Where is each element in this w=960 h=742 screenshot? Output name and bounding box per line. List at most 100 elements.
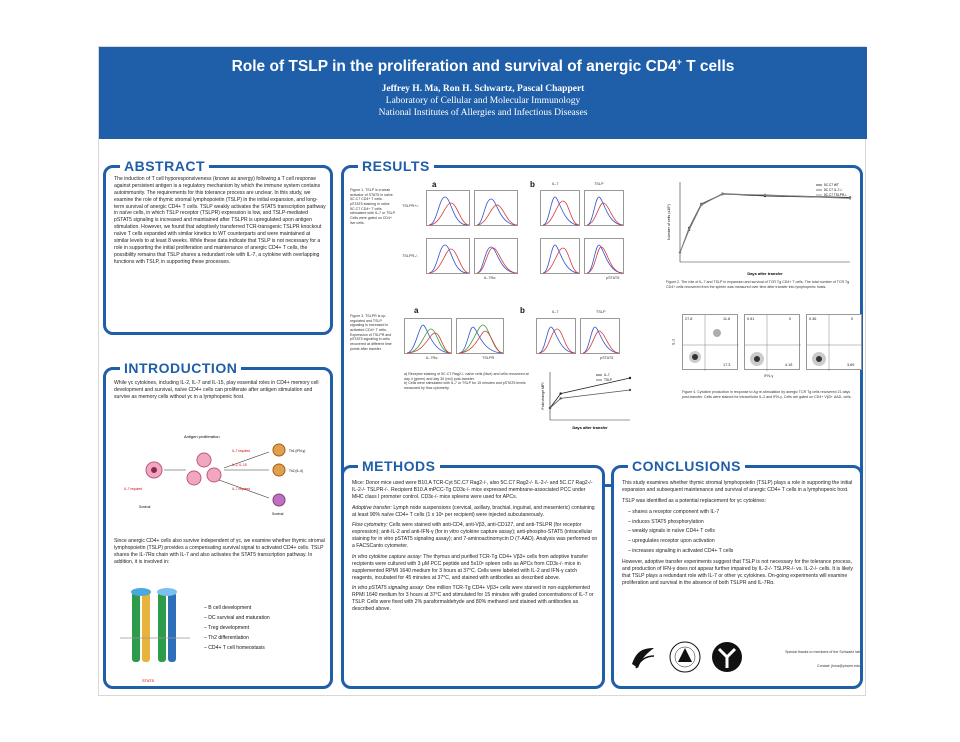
fig3-xaxis-2: TSLPR [482, 356, 495, 360]
naive-nucleus [151, 467, 157, 473]
role-item: Th2 differentiation [204, 635, 328, 642]
fig4-ylabel: IL-2 [671, 338, 676, 346]
fig3-il7-label: IL-7 [552, 310, 559, 314]
il7ra-chain-2 [158, 592, 166, 662]
title-main: Role of TSLP in the proliferation and su… [231, 58, 677, 76]
niaid-logo [712, 642, 742, 672]
il7-ligand [131, 588, 151, 596]
diagram-survival-2: Survival [272, 512, 284, 516]
affiliation-lab: Laboratory of Cellular and Molecular Imm… [385, 96, 581, 107]
diagram-survival: Survival [139, 505, 151, 509]
conclusions-panel: CONCLUSIONS This study examines whether … [611, 458, 863, 689]
fig1-label-a: a [432, 180, 437, 189]
diagram-il7-1: IL-7 required [232, 449, 250, 453]
th1-cell [272, 443, 286, 457]
methods-pstat5-title: In vitro pSTAT5 signaling assay: [352, 585, 425, 592]
data-point [721, 193, 724, 196]
legend-entry: TSLP [604, 378, 612, 382]
legend-entry: 5C.C7 WT [824, 183, 839, 187]
methods-mice: Mice: Donor mice used were B10.A TCR-Cyt… [352, 480, 593, 500]
conclusion-bullet: increases signaling in activated CD4+ T … [628, 548, 858, 555]
poster-title: Role of TSLP in the proliferation and su… [99, 57, 867, 76]
fig3-hist-2 [456, 318, 504, 354]
tslp-ligand [157, 588, 177, 596]
conclusions-heading: CONCLUSIONS [628, 458, 745, 474]
role-item: DC survival and maturation [204, 615, 328, 622]
abstract-panel: ABSTRACT The induction of T cell hypores… [103, 158, 333, 335]
tslpr-chain [168, 592, 176, 662]
nih-seal-logo [669, 641, 701, 673]
abstract-text: The induction of T cell hyporesponsivene… [114, 176, 326, 265]
methods-flow-title: Flow cytometry: [352, 522, 388, 529]
diagram-il2: IL-2, IL-15 [232, 463, 247, 467]
conclusion-bullet: weakly signals in naïve CD4+ T cells [628, 528, 858, 535]
intro-text-1: While γc cytokines, including IL-2, IL-7… [114, 380, 319, 400]
data-point [548, 406, 552, 410]
affiliation-institute: National Institutes of Allergies and Inf… [378, 108, 588, 119]
diagram-il7-2: IL-7 required [232, 487, 250, 491]
receptor-diagram: STAT5 [120, 588, 190, 683]
methods-pstat5-text: One million TCR-Tg CD4+ Vβ3+ cells were … [352, 585, 594, 612]
results-heading: RESULTS [358, 158, 434, 174]
fig1-hist-a3 [426, 238, 470, 274]
hhs-logo [632, 648, 655, 669]
conclusions-bullets: shares a receptor component with IL-7 in… [622, 509, 858, 555]
fig4-xlabel: IFN-γ [764, 374, 774, 378]
th2-cell [272, 463, 286, 477]
fig4-q-br: 17.3 [723, 363, 731, 367]
memory-cell [272, 493, 286, 507]
fig1-tslp-label: TSLP [594, 182, 604, 186]
x-axis-label: Days after transfer [572, 425, 608, 430]
methods-flow: Flow cytometry: Cells were stained with … [352, 522, 598, 550]
fig1-xaxis-a: IL-7Rα [484, 276, 496, 280]
fig1-hist-b4 [584, 238, 624, 274]
arrow-4 [218, 479, 270, 499]
fig3-xaxis-1: IL-7Rα [426, 356, 438, 360]
fig4-flow-2: 0.51 0 4.15 [744, 314, 801, 371]
data-point [763, 193, 767, 196]
diagram-il7-3: IL-7 required [124, 487, 142, 491]
receptor-stat5-label: STAT5 [142, 678, 155, 683]
diagram-th2: Th2 (IL-4) [289, 469, 303, 473]
methods-panel: METHODS Mice: Donor mice used were B10.A… [341, 458, 605, 689]
prolif-cell-2 [206, 467, 222, 483]
fig4-q-br: 3.69 [847, 363, 855, 367]
fig1-il7-label: IL-7 [552, 182, 559, 186]
introduction-panel: INTRODUCTION While γc cytokines, includi… [103, 360, 333, 689]
fig3-notes: a) Receptor staining of 5C.C7 Rag2-/- na… [404, 372, 534, 391]
data-point [559, 397, 562, 400]
abstract-heading: ABSTRACT [120, 158, 209, 174]
series-line [549, 389, 631, 409]
fig3-hist-3 [536, 318, 576, 354]
methods-capture: In vitro cytokine capture assay: The thy… [352, 554, 598, 582]
diagram-th1: Th1 (IFN-γ) [289, 449, 305, 453]
conclusions-p3: However, adoptive transfer experiments s… [622, 559, 853, 586]
contact: Contact: jhma@pharm.edu [816, 664, 860, 668]
fig3-xaxis-3: pSTAT5 [600, 356, 614, 360]
poster: Role of TSLP in the proliferation and su… [98, 46, 867, 696]
fig4-flow-1: 27.8 11.6 17.3 [682, 314, 739, 371]
role-item: B cell development [204, 605, 328, 612]
fig3-label-a: a [414, 306, 419, 315]
fig3-note-b: b) Cells were stimulated with IL-7 or TS… [404, 381, 526, 391]
methods-transfer-title: Adoptive transfer: [352, 504, 392, 511]
fig4-q-br: 4.15 [785, 363, 793, 367]
series-line [679, 193, 851, 253]
x-axis-label: Days after transfer [747, 271, 783, 276]
authors: Jeffrey H. Ma, Ron H. Schwartz, Pascal C… [381, 84, 585, 95]
title-sup: + [676, 57, 682, 67]
fig4-caption: Figure 4. Cytokine production in respons… [682, 390, 852, 399]
methods-transfer-text: Lymph node suspensions (cervical, axilla… [352, 504, 595, 518]
legend-entry: IL-7 [604, 373, 610, 377]
fig3-hist-1 [404, 318, 452, 354]
fig1-label-b: b [530, 180, 535, 189]
prolif-cell-3 [186, 470, 202, 486]
results-panel: RESULTS Figure 1. TSLP is a weak activat… [341, 158, 863, 487]
data-point [848, 197, 852, 200]
fig1-hist-a4 [474, 238, 518, 274]
fig1-hist-b3 [540, 238, 580, 274]
fig3-caption: Figure 3. TSLPR is up-regulated and TSLP… [350, 314, 392, 351]
fig4-q-tl: 0.36 [809, 317, 817, 321]
role-item: CD4+ T cell homeostasis [204, 645, 328, 652]
